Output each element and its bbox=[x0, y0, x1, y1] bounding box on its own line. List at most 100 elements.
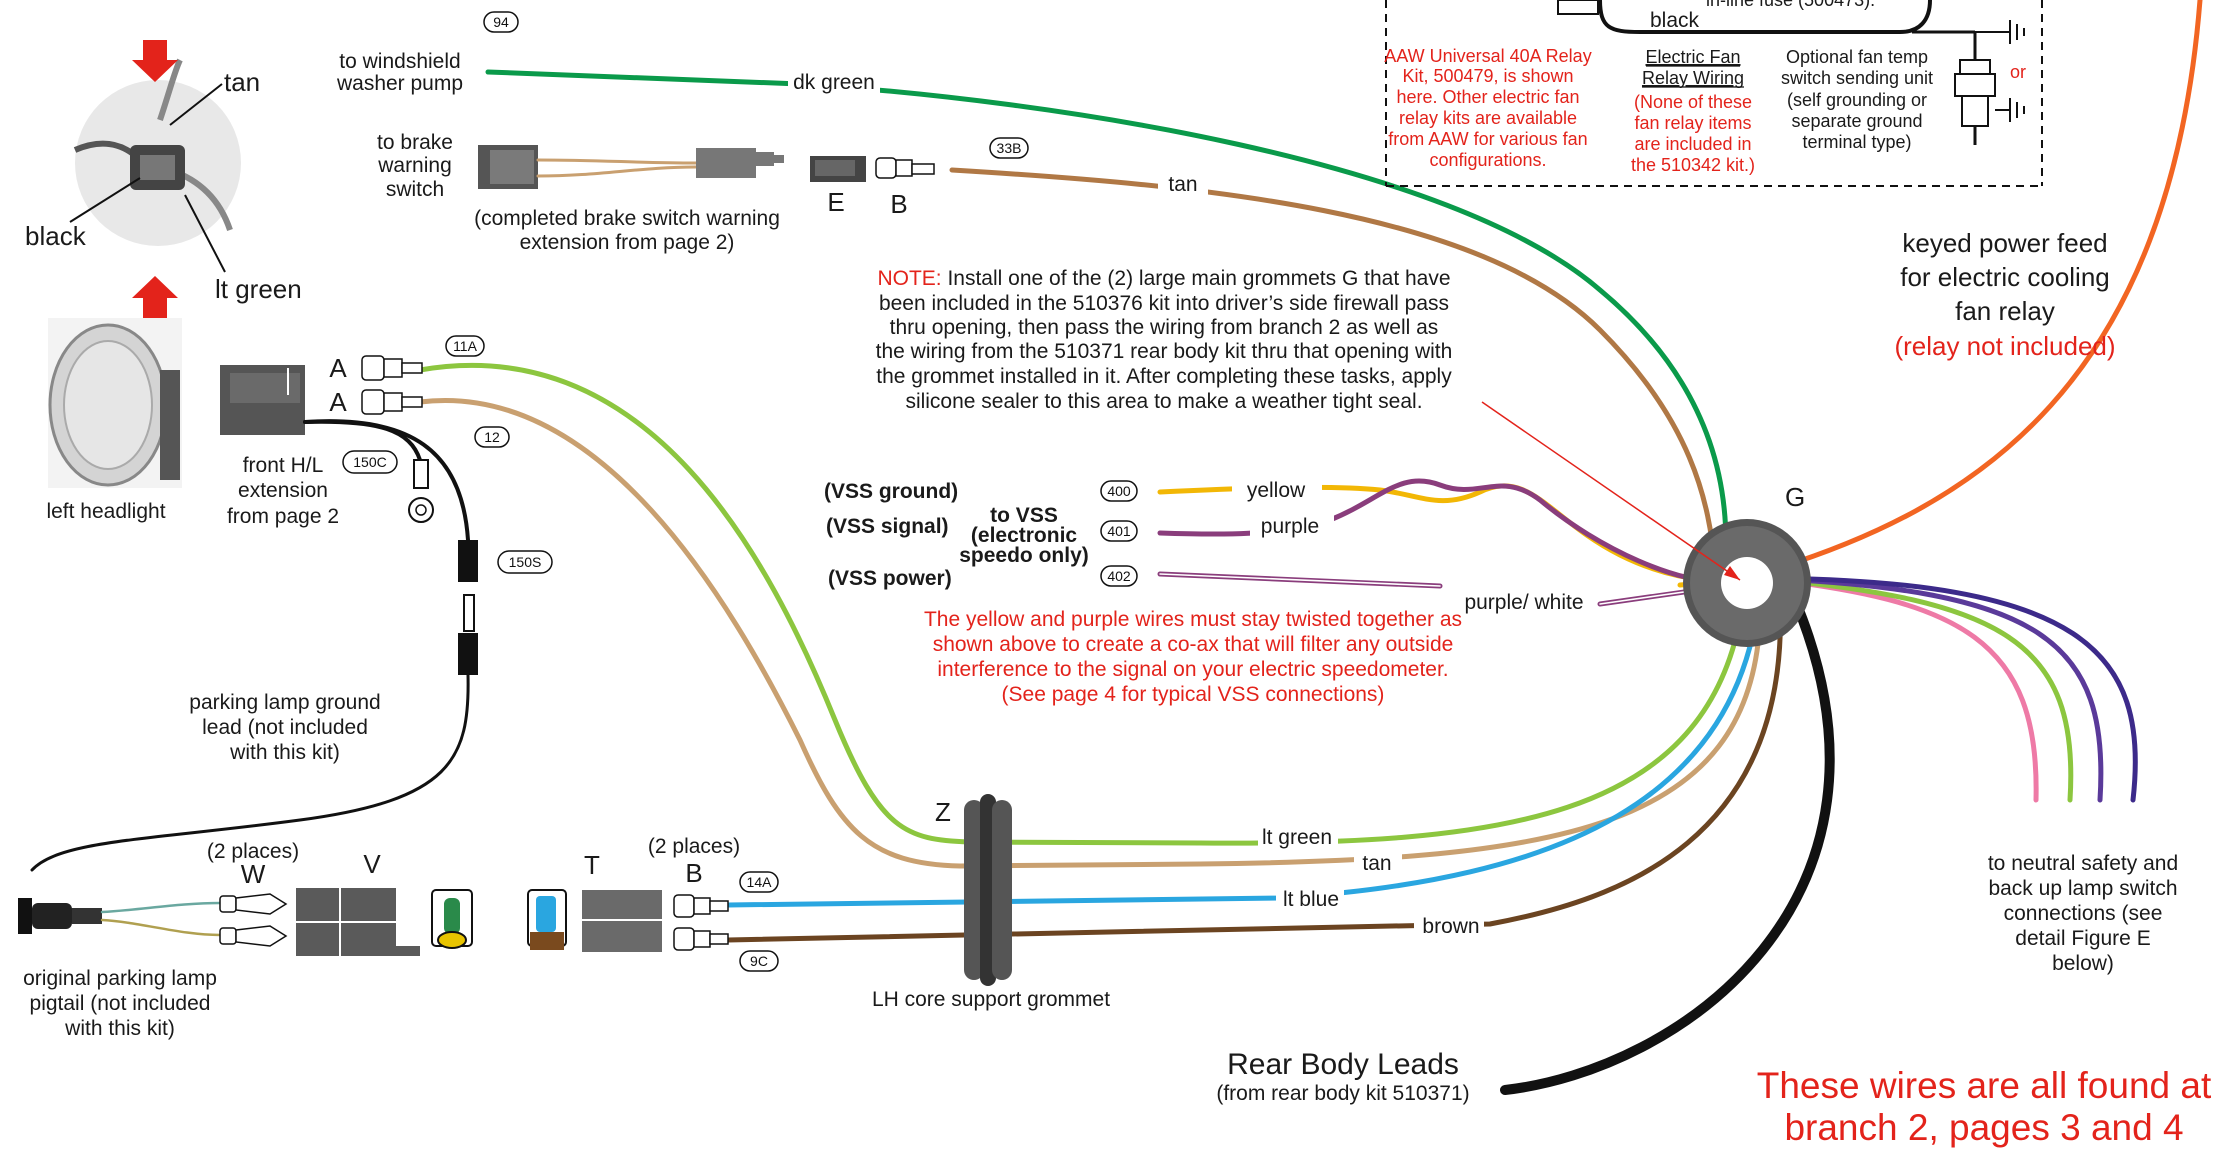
tag-150c-box bbox=[342, 450, 398, 474]
ground-lead-plug bbox=[458, 540, 478, 582]
efr-title-1: Electric Fan bbox=[1645, 47, 1740, 67]
ground-lead-pin bbox=[463, 594, 475, 632]
brake-ext-connector bbox=[696, 148, 784, 178]
tag-12: 12 bbox=[484, 429, 500, 445]
red-arrow-up-icon bbox=[132, 276, 178, 318]
neutral-5: below) bbox=[2052, 952, 2114, 975]
brown-label: brown bbox=[1422, 915, 1479, 938]
tan-label-bg bbox=[1354, 849, 1402, 877]
ground-symbol-icon bbox=[1975, 20, 2025, 122]
tag-400-box bbox=[1100, 480, 1138, 502]
tag-402-box bbox=[1100, 565, 1138, 587]
brown-wire bbox=[725, 597, 1783, 943]
socket-ltgreen-label: lt green bbox=[215, 274, 302, 304]
brake-ext-tan-1 bbox=[536, 158, 698, 165]
letter-w: W bbox=[241, 859, 266, 889]
parking-label-3: with this kit) bbox=[229, 741, 340, 764]
w-places-label: (2 places) bbox=[207, 840, 299, 863]
letter-t: T bbox=[584, 850, 600, 880]
tag-9c-box bbox=[739, 950, 779, 972]
aaw-text-5: from AAW for various fan bbox=[1388, 129, 1587, 149]
purple-wire-right bbox=[1757, 575, 2104, 803]
tag-33b-box bbox=[989, 137, 1029, 159]
tag-11a: 11A bbox=[453, 338, 478, 354]
efr-note-1: (None of these bbox=[1634, 92, 1752, 112]
connector-t bbox=[582, 890, 662, 952]
vss-warning-2: shown above to create a co-ax that will … bbox=[933, 633, 1454, 656]
connector-b-brake bbox=[875, 157, 935, 179]
neutral-1: to neutral safety and bbox=[1988, 852, 2178, 875]
relay-black-stub bbox=[1557, 0, 1599, 15]
orig-pigtail-1: original parking lamp bbox=[23, 967, 217, 990]
brake-label-2: warning bbox=[377, 154, 452, 177]
lt-blue-wire bbox=[725, 587, 1763, 908]
note-pointer-line bbox=[1481, 401, 1741, 581]
relay-black-label: black bbox=[1650, 9, 1700, 32]
dk-green-label-bg bbox=[788, 66, 880, 96]
aaw-text-4: relay kits are available bbox=[1399, 108, 1577, 128]
letter-a-bottom: A bbox=[329, 387, 347, 417]
main-grommet-g bbox=[1683, 519, 1811, 647]
parking-ground-lead bbox=[30, 673, 470, 872]
connector-v bbox=[296, 888, 420, 956]
vss-warning-4: (See page 4 for typical VSS connections) bbox=[1002, 683, 1385, 706]
lh-core-support-grommet bbox=[964, 794, 1012, 986]
connector-b-lower-bottom bbox=[673, 927, 729, 951]
tag-401: 401 bbox=[1107, 523, 1131, 539]
neutral-2: back up lamp switch bbox=[1988, 877, 2177, 900]
headlight-name: left headlight bbox=[46, 500, 165, 523]
tag-150s: 150S bbox=[509, 554, 542, 570]
keyed-power-3: fan relay bbox=[1955, 296, 2055, 326]
front-hl-label-3: from page 2 bbox=[227, 505, 339, 528]
vss-to-2: (electronic bbox=[971, 524, 1078, 547]
vss-power: (VSS power) bbox=[828, 567, 952, 590]
branch-note-1: These wires are all found at bbox=[1757, 1065, 2212, 1106]
socket-tan-label: tan bbox=[224, 67, 260, 97]
connector-e bbox=[810, 156, 866, 182]
brake-caption-1: (completed brake switch warning bbox=[474, 207, 780, 230]
note-line-6: silicone sealer to this area to make a w… bbox=[905, 390, 1422, 413]
tag-401-box bbox=[1100, 520, 1138, 542]
vss-to-3: speedo only) bbox=[959, 544, 1089, 567]
brake-letter-e: E bbox=[827, 187, 844, 217]
purple-label-bg bbox=[1250, 512, 1334, 542]
neutral-3: connections (see bbox=[2004, 902, 2163, 925]
ground-lead-socket bbox=[458, 633, 478, 675]
tag-12-box bbox=[474, 426, 510, 448]
relay-black-wire bbox=[1598, 0, 1932, 34]
tag-14a-box bbox=[739, 871, 779, 893]
note-line-2: been included in the 510376 kit into dri… bbox=[879, 292, 1449, 315]
efr-title-2: Relay Wiring bbox=[1642, 68, 1744, 88]
brake-letter-b: B bbox=[890, 189, 907, 219]
vss-yellow-label: yellow bbox=[1247, 479, 1306, 502]
washer-label-1: to windshield bbox=[339, 50, 460, 73]
tan-label: tan bbox=[1362, 852, 1391, 875]
front-hl-extension-connector bbox=[220, 365, 305, 435]
aaw-text-6: configurations. bbox=[1429, 150, 1546, 170]
socket-black-label: black bbox=[25, 221, 87, 251]
tag-400: 400 bbox=[1107, 483, 1131, 499]
red-arrow-down-icon bbox=[132, 40, 178, 82]
opt-text-5: terminal type) bbox=[1802, 132, 1911, 152]
tag-33b: 33B bbox=[997, 140, 1022, 156]
lt-green-label: lt green bbox=[1262, 826, 1332, 849]
tag-94-box bbox=[483, 11, 519, 33]
dk-purple-wire-right bbox=[1757, 575, 2138, 803]
parking-label-2: lead (not included bbox=[202, 716, 368, 739]
aaw-text-2: Kit, 500479, is shown bbox=[1402, 66, 1573, 86]
opt-text-3: (self grounding or bbox=[1787, 90, 1927, 110]
lt-green-label-bg bbox=[1258, 823, 1338, 851]
b-places-label: (2 places) bbox=[648, 835, 740, 858]
vss-warning-1: The yellow and purple wires must stay tw… bbox=[924, 608, 1462, 631]
note-line-3: thru opening, then pass the wiring from … bbox=[890, 316, 1439, 339]
note-pointer-arrow bbox=[1724, 566, 1740, 580]
washer-label-2: washer pump bbox=[336, 72, 463, 95]
note-line-4: the wiring from the 510371 rear body kit… bbox=[876, 340, 1453, 363]
tag-150s-box bbox=[497, 550, 553, 574]
rear-body-sub: (from rear body kit 510371) bbox=[1216, 1082, 1469, 1105]
opt-text-2: switch sending unit bbox=[1781, 68, 1933, 88]
letter-a-top: A bbox=[329, 353, 347, 383]
parking-label-1: parking lamp ground bbox=[189, 691, 380, 714]
original-pigtail-plug bbox=[18, 898, 102, 934]
note-line-1: NOTE: Install one of the (2) large main … bbox=[877, 267, 1450, 290]
